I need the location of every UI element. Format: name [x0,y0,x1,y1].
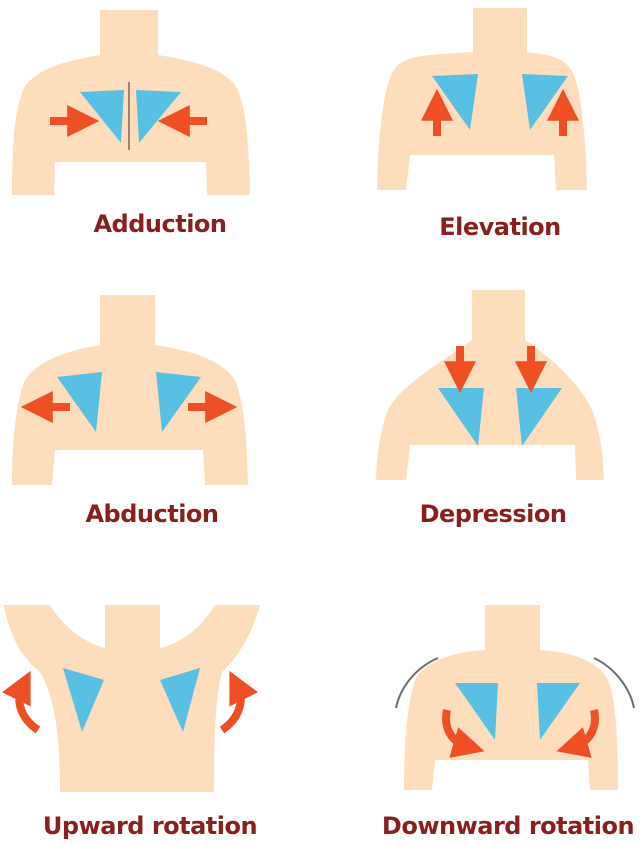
caption-abduction: Abduction [0,500,312,528]
curved-arrow-up-icon [222,688,241,730]
torso [404,605,618,790]
torso [12,295,248,485]
caption-upward-rotation: Upward rotation [0,812,310,840]
torso [12,10,250,195]
caption-adduction: Adduction [0,210,320,238]
caption-depression: Depression [333,500,641,528]
panel-depression [376,290,604,480]
panel-adduction [12,10,250,195]
curved-arrow-up-icon [19,688,38,730]
caption-downward-rotation: Downward rotation [348,812,641,840]
panel-upward-rotation [4,605,260,792]
panel-elevation [377,8,587,190]
torso [376,290,604,480]
panel-downward-rotation [396,605,634,790]
panel-abduction [12,295,248,485]
torso [4,605,260,792]
caption-elevation: Elevation [340,213,641,241]
torso [377,8,587,190]
